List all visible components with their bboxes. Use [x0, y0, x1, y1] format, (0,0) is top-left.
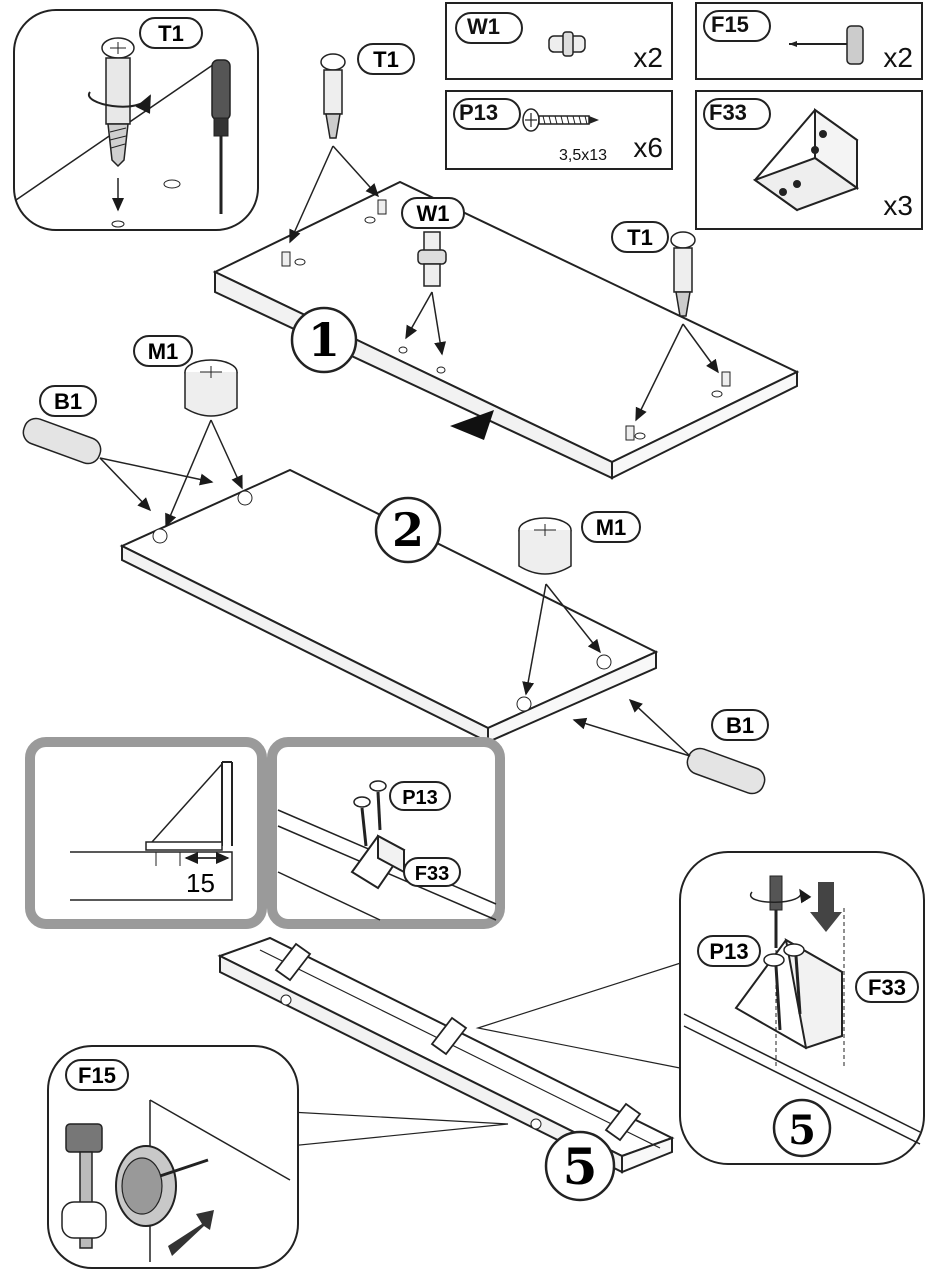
m1-b-label: M1 [596, 515, 627, 540]
f15-code: F15 [711, 12, 749, 37]
w1-tag: W1 [401, 197, 465, 229]
m1-tag-b: M1 [581, 511, 641, 543]
bracket-detail-inset [475, 851, 925, 1165]
m1-a-label: M1 [148, 339, 179, 364]
t1-bolt-b-icon [670, 231, 696, 317]
f33-code-oval [703, 98, 771, 130]
w1-dowel-icon [548, 31, 586, 57]
t1-detail-label: T1 [158, 21, 184, 46]
step-5-badge: 5 [544, 1130, 616, 1202]
panel-5-rail [217, 936, 675, 1174]
w1-code-oval [455, 12, 523, 44]
front-direction-arrow [450, 410, 494, 440]
p13-inset-label: P13 [402, 787, 438, 809]
part-box-p13: P13 3,5x13 x6 [445, 90, 673, 170]
measurement-inset: 15 [25, 737, 267, 929]
b1-dowel-b-icon [686, 747, 766, 795]
step-1-badge: 1 [290, 306, 358, 374]
f15-detail-tag: F15 [65, 1059, 129, 1091]
p13-size: 3,5x13 [559, 147, 608, 164]
part-box-f15: F15 x2 [695, 2, 923, 80]
p13-detail-tag: P13 [697, 935, 761, 967]
step-5-detail-badge: 5 [772, 1098, 832, 1158]
p13-code: P13 [459, 100, 499, 125]
t1-detail-tag: T1 [139, 17, 203, 49]
w1-dowel-a-icon [417, 231, 447, 287]
p13-code-oval [453, 98, 521, 130]
b1-b-label: B1 [726, 713, 754, 738]
m1-cam-lock-b-icon [518, 517, 572, 575]
t1-bolt-a-icon [320, 53, 346, 139]
f33-qty: x3 [883, 190, 913, 221]
f15-qty: x2 [883, 42, 913, 73]
w1-code: W1 [467, 14, 500, 39]
push-direction-arrow [168, 1210, 214, 1256]
hammer-icon [61, 1123, 107, 1249]
b1-dowel-a-icon [22, 417, 102, 465]
p13-screw-icon [522, 108, 599, 132]
m1-tag-a: M1 [133, 335, 193, 367]
b1-a-label: B1 [54, 389, 82, 414]
f15-glide-nail-icon [789, 25, 864, 65]
b1-tag-b: B1 [711, 709, 769, 741]
w1-qty: x2 [633, 42, 663, 73]
b1-tag-a: B1 [39, 385, 97, 417]
f15-detail-inset [47, 1045, 509, 1269]
t1-a-label: T1 [373, 47, 399, 72]
part-box-f33: F33 x3 [695, 90, 923, 230]
p13-qty: x6 [633, 132, 663, 163]
t1-tag-a: T1 [357, 43, 415, 75]
panel-2 [119, 468, 659, 744]
f33-detail-tag: F33 [855, 971, 919, 1003]
step-5-detail-label: 5 [788, 1107, 816, 1154]
p13-inset-tag: P13 [389, 781, 451, 811]
t1-detail-inset [13, 9, 259, 231]
step-2-label: 2 [392, 503, 424, 557]
step-1-label: 1 [308, 313, 340, 367]
t1-tag-b: T1 [611, 221, 669, 253]
t1-cam-bolt-icon [87, 37, 151, 168]
f15-detail-label: F15 [78, 1063, 116, 1088]
f15-code-oval [703, 10, 771, 42]
distance-value: 15 [186, 868, 215, 898]
part-box-w1: W1 x2 [445, 2, 673, 80]
step-5-label: 5 [563, 1137, 598, 1196]
step-2-badge: 2 [374, 496, 442, 564]
f33-detail-label: F33 [868, 975, 906, 1000]
p13-detail-label: P13 [709, 939, 748, 964]
t1-b-label: T1 [627, 225, 653, 250]
bracket-screw-inset [267, 737, 505, 929]
w1-label: W1 [417, 201, 450, 226]
f33-corner-bracket-icon [752, 108, 860, 212]
f33-inset-label: F33 [415, 863, 449, 885]
m1-cam-lock-a-icon [184, 359, 238, 417]
f33-code: F33 [709, 100, 747, 125]
screwdriver-icon [211, 59, 231, 214]
f33-inset-tag: F33 [403, 857, 461, 887]
